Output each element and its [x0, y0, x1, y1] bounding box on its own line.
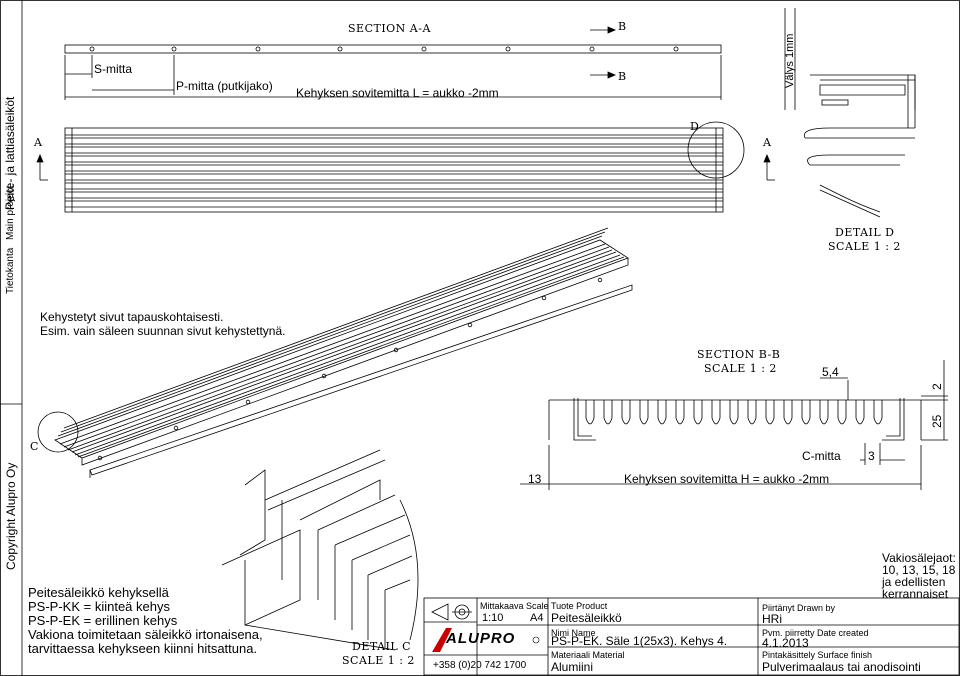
d-marker: D [690, 120, 700, 133]
dim-5-4: 5,4 [822, 365, 839, 379]
desc-line-5: tarvittaessa kehykseen kiinni hitsattuna… [28, 641, 258, 656]
side-tietokanta: Tietokanta [5, 247, 16, 294]
b-marker-top: B [618, 20, 627, 33]
s-mitta-label: S-mitta [94, 62, 133, 76]
section-aa-label: SECTION A-A [348, 22, 431, 35]
detail-c-scale: SCALE 1 : 2 [342, 654, 415, 667]
p-mitta-label: P-mitta (putkijako) [176, 79, 273, 93]
finish-label: Pintakäsittely Surface finish [762, 650, 873, 660]
section-aa-bar [64, 44, 722, 54]
phone-number: +358 (0)20 742 1700 [433, 660, 527, 671]
detail-c-marker [37, 411, 79, 453]
side-main-project: Main project [5, 185, 16, 240]
section-bb-scale: SCALE 1 : 2 [704, 362, 777, 375]
vakio-line-2: 10, 13, 15, 18 [882, 563, 956, 577]
note-line-2: Esim. vain säleen suunnan sivut kehystet… [40, 324, 286, 338]
section-bb-profile [520, 360, 948, 490]
product-label: Tuote Product [551, 601, 608, 611]
detail-d-drawing [784, 8, 916, 218]
finish-value: Pulverimaalaus tai anodisointi [762, 660, 921, 674]
dim-13: 13 [528, 472, 542, 486]
b-marker-mid: B [618, 70, 627, 83]
alupro-logo-mark [432, 628, 540, 652]
section-bb-title: SECTION B-B [697, 348, 781, 361]
vakio-line-1: Vakiosälejaot: [882, 551, 956, 565]
section-aa-holes [89, 46, 679, 52]
date-value: 4.1.2013 [762, 636, 809, 650]
detail-d-marker [687, 121, 745, 179]
a-marker-left: A [34, 136, 43, 149]
scale-label: Mittakaava Scale [480, 601, 549, 611]
valys-label: Välys 1mm [784, 33, 796, 88]
paper-size: A4 [530, 612, 544, 624]
vakio-line-4: kerrannaiset [882, 587, 949, 601]
material-value: Alumiini [551, 660, 594, 674]
c-marker: C [30, 440, 39, 453]
dim-25: 25 [930, 414, 944, 428]
name-value: PS-P-EK. Säle 1(25x3). Kehys 4. [551, 634, 728, 648]
detail-d-title: DETAIL D [835, 226, 895, 239]
dim-3: 3 [868, 449, 875, 463]
c-mitta-label: C-mitta [802, 449, 841, 463]
detail-c-drawing [221, 449, 419, 651]
isometric-grating [37, 227, 633, 478]
alupro-logo: ALUPRO [446, 630, 516, 647]
desc-line-3: PS-P-EK = erillinen kehys [28, 613, 178, 628]
detail-c-title: DETAIL C [352, 640, 412, 653]
material-label: Materiaali Material [551, 650, 625, 660]
name-label: Nimi Name [551, 628, 596, 638]
drawn-by-label: Piirtänyt Drawn by [762, 603, 836, 613]
detail-d-scale: SCALE 1 : 2 [828, 240, 901, 253]
date-label: Pvm. piirretty Date created [762, 628, 869, 638]
kehyksen-l-label: Kehyksen sovitemitta L = aukko -2mm [296, 86, 499, 100]
title-block-lines [423, 597, 960, 676]
a-marker-right: A [763, 136, 772, 149]
side-copyright: Copyright Alupro Oy [4, 462, 18, 570]
desc-line-4: Vakiona toimitetaan säleikkö irtonaisena… [28, 627, 263, 642]
scale-value: 1:10 [482, 612, 504, 624]
drawn-by-value: HRi [762, 612, 782, 626]
vakio-line-3: ja edellisten [882, 575, 946, 589]
kehyksen-h-label: Kehyksen sovitemitta H = aukko -2mm [624, 472, 830, 486]
dim-2: 2 [930, 383, 944, 390]
note-line-1: Kehystetyt sivut tapauskohtaisesti. [40, 310, 224, 324]
product-value: Peitesäleikkö [551, 611, 622, 625]
grating-front-bars [65, 128, 723, 212]
grating-front-frame [64, 127, 724, 213]
desc-line-1: Peitesäleikkö kehyksellä [28, 585, 169, 600]
desc-line-2: PS-P-KK = kiinteä kehys [28, 599, 170, 614]
